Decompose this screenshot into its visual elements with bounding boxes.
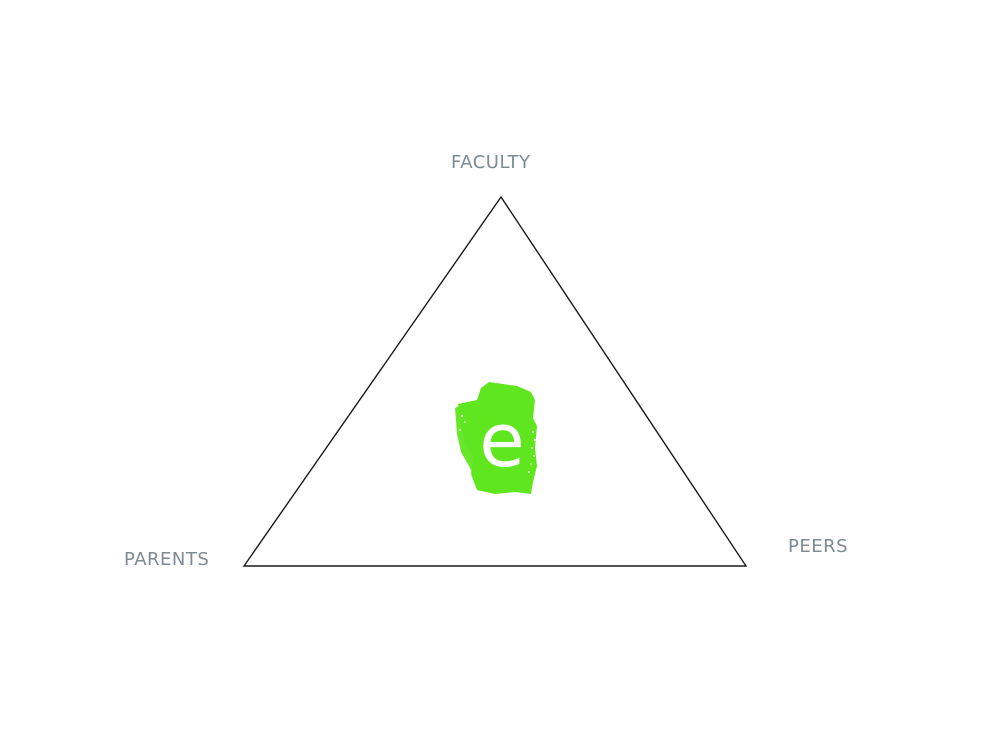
triangle-outline bbox=[242, 195, 748, 567]
peers-label: PEERS bbox=[788, 536, 849, 557]
logo-front-shape bbox=[455, 400, 531, 482]
logo-texture bbox=[459, 414, 537, 473]
parents-label: PARENTS bbox=[124, 549, 210, 570]
green-e-logo-icon: e bbox=[455, 382, 537, 494]
faculty-label: FACULTY bbox=[451, 152, 531, 173]
logo-letter: e bbox=[479, 398, 525, 484]
